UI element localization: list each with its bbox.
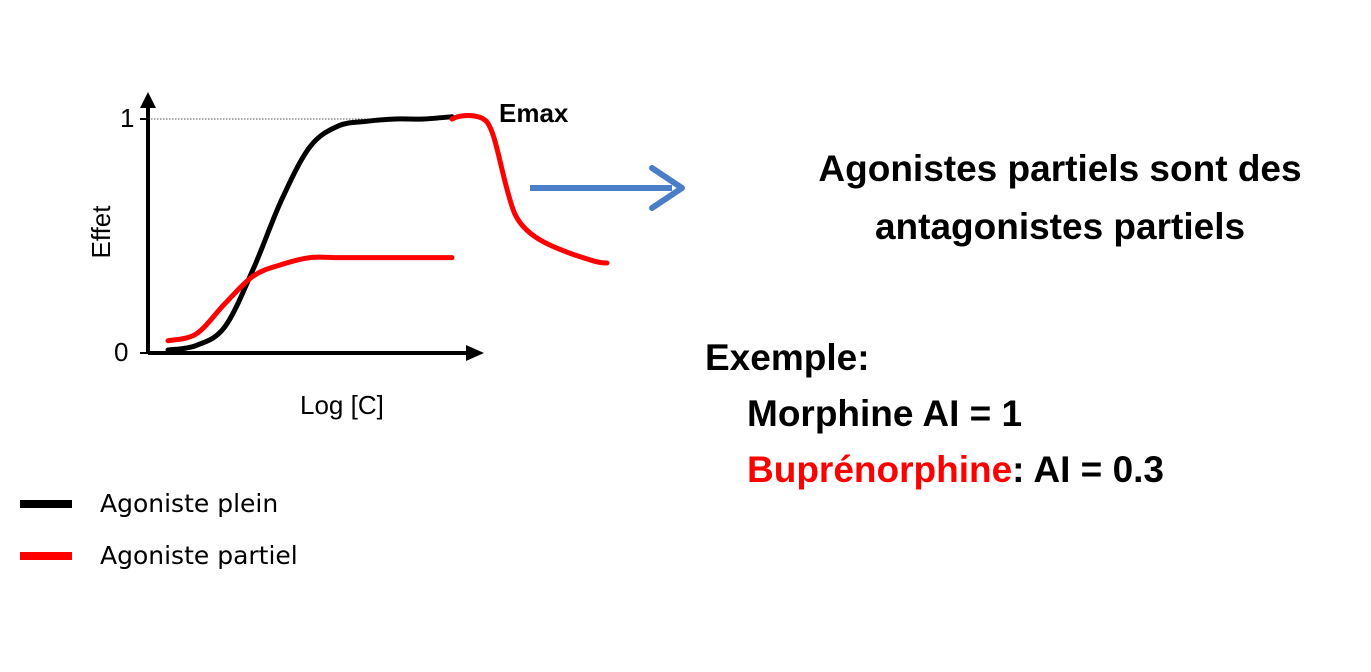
emax-label: Emax <box>499 98 569 128</box>
buprenorphine-ai: : AI = 0.3 <box>1012 449 1165 490</box>
partial-agonist-curve <box>165 254 455 344</box>
blue-arrow-head <box>649 165 685 211</box>
buprenorphine-highlight: Buprénorphine <box>747 449 1013 490</box>
x-axis-label: Log [C] <box>300 390 384 420</box>
legend-swatch-black <box>20 500 72 508</box>
y-axis-arrowhead <box>140 92 156 108</box>
y-tick-label-1: 1 <box>120 103 135 133</box>
example-buprenorphine: Buprénorphine: AI = 0.3 <box>705 442 1164 498</box>
legend-item-full-agonist: Agoniste plein <box>20 478 298 530</box>
y-tick-label-0: 0 <box>114 337 129 367</box>
legend-label: Agoniste partiel <box>100 541 298 570</box>
legend-label: Agoniste plein <box>100 489 279 518</box>
antagonism-curve <box>449 113 610 266</box>
full-agonist-curve <box>165 114 455 353</box>
example-heading: Exemple: <box>705 337 870 378</box>
legend: Agoniste plein Agoniste partiel <box>20 478 298 582</box>
headline: Agonistes partiels sont des antagonistes… <box>760 140 1360 256</box>
example-morphine: Morphine AI = 1 <box>747 393 1023 434</box>
effect-chart <box>140 92 685 361</box>
example-block: Exemple: Morphine AI = 1 Buprénorphine: … <box>705 330 1164 498</box>
y-axis-label: Effet <box>86 205 116 259</box>
x-axis-arrowhead <box>466 345 484 361</box>
headline-line-2: antagonistes partiels <box>874 206 1246 247</box>
legend-item-partial-agonist: Agoniste partiel <box>20 530 298 582</box>
headline-line-1: Agonistes partiels sont des <box>818 148 1302 189</box>
legend-swatch-red <box>20 552 72 560</box>
